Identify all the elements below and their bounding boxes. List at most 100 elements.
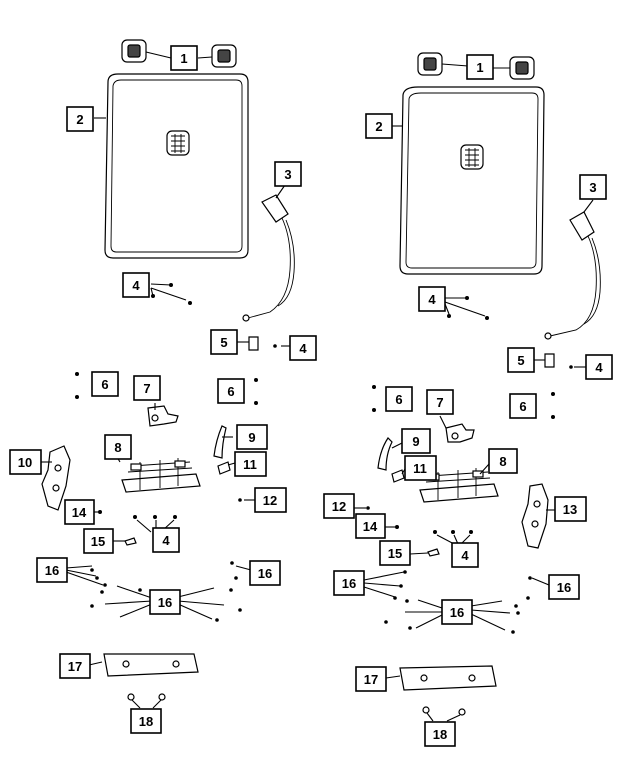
svg-text:16: 16	[158, 595, 172, 610]
right-callout-18: 18	[424, 721, 456, 747]
right-fasteners-4a	[447, 296, 489, 320]
left-fasteners-4a	[151, 283, 192, 305]
svg-text:16: 16	[450, 605, 464, 620]
right-seatback-panel	[399, 86, 545, 275]
right-handle-9	[377, 437, 393, 471]
left-frame-8	[121, 458, 201, 493]
right-part-11	[391, 469, 405, 483]
right-headrest-guide-left	[417, 52, 443, 76]
svg-text:14: 14	[72, 505, 87, 520]
left-callout-6b: 6	[217, 378, 245, 404]
right-screws-lower	[395, 525, 473, 557]
right-clip-5	[544, 353, 573, 369]
right-callout-11: 11	[404, 455, 437, 481]
svg-text:6: 6	[101, 377, 108, 392]
left-callout-11: 11	[234, 451, 267, 477]
svg-text:4: 4	[162, 533, 170, 548]
left-part-11	[217, 461, 231, 475]
right-callout-2: 2	[365, 113, 393, 139]
right-assembly: 1 2 3 4 5 4 6 7 6 9 8 11 12 13 14 15 4 1…	[323, 52, 613, 747]
svg-text:16: 16	[45, 563, 59, 578]
right-callout-7: 7	[426, 389, 454, 415]
svg-text:12: 12	[263, 493, 277, 508]
left-seatback-panel	[104, 73, 249, 259]
svg-text:11: 11	[413, 461, 427, 476]
right-callout-16a: 16	[333, 570, 365, 596]
right-callout-14: 14	[355, 513, 386, 539]
left-fasteners-16	[90, 561, 242, 622]
svg-text:5: 5	[220, 335, 227, 350]
right-callout-15: 15	[379, 540, 411, 566]
left-callout-10: 10	[9, 449, 42, 475]
right-fasteners-6	[372, 385, 555, 419]
svg-text:14: 14	[363, 519, 378, 534]
right-callout-13: 13	[554, 496, 587, 522]
left-headrest-guide-right	[211, 44, 237, 68]
left-handle-9	[213, 425, 227, 459]
svg-text:4: 4	[461, 548, 469, 563]
svg-text:6: 6	[395, 392, 402, 407]
right-callout-12: 12	[323, 493, 355, 519]
right-callout-1: 1	[466, 54, 494, 80]
left-callout-4c: 4	[152, 527, 180, 553]
left-callout-16a: 16	[36, 557, 68, 583]
svg-text:7: 7	[143, 381, 150, 396]
right-lever-7	[445, 423, 475, 443]
svg-text:3: 3	[284, 167, 291, 182]
left-lever-7	[147, 405, 179, 427]
svg-text:4: 4	[299, 341, 307, 356]
left-callout-9: 9	[236, 424, 268, 450]
left-callout-7: 7	[133, 375, 161, 401]
svg-text:10: 10	[18, 455, 32, 470]
right-callout-4b: 4	[585, 354, 613, 380]
left-callout-14: 14	[64, 499, 95, 525]
right-callout-16c: 16	[441, 599, 473, 625]
left-callout-5: 5	[210, 329, 238, 355]
svg-text:16: 16	[342, 576, 356, 591]
right-callout-6b: 6	[509, 393, 537, 419]
svg-text:12: 12	[332, 499, 346, 514]
svg-text:3: 3	[589, 180, 596, 195]
left-belt-harness	[242, 194, 295, 322]
right-callout-5: 5	[507, 347, 535, 373]
right-headrest-guide-right	[509, 56, 535, 80]
svg-text:2: 2	[76, 112, 83, 127]
left-callout-17: 17	[59, 653, 91, 679]
svg-text:6: 6	[519, 399, 526, 414]
left-clip-5	[248, 336, 277, 351]
left-callout-4a: 4	[122, 272, 150, 298]
left-bolt-12	[238, 498, 242, 502]
svg-text:8: 8	[499, 454, 506, 469]
left-fasteners-6	[75, 372, 258, 405]
svg-text:11: 11	[243, 457, 257, 472]
svg-text:16: 16	[557, 580, 571, 595]
right-bar-17	[399, 665, 497, 691]
left-headrest-guide-left	[121, 39, 147, 63]
svg-text:5: 5	[517, 353, 524, 368]
svg-text:4: 4	[428, 292, 436, 307]
left-callout-1: 1	[170, 45, 198, 71]
svg-text:9: 9	[412, 434, 419, 449]
left-callout-3: 3	[274, 161, 302, 187]
svg-text:8: 8	[114, 440, 121, 455]
left-assembly: 1 2 3 4 5 4 6 7 6 8 9 10 11 12 14 15 4 1…	[9, 39, 317, 734]
right-callout-4c: 4	[451, 542, 479, 568]
svg-text:13: 13	[563, 502, 577, 517]
left-callout-16c: 16	[149, 589, 181, 615]
svg-text:2: 2	[375, 119, 382, 134]
right-belt-harness	[544, 211, 601, 340]
right-nuts-18	[422, 706, 466, 716]
left-screws-lower	[98, 510, 177, 546]
svg-text:18: 18	[139, 714, 153, 729]
left-callout-18: 18	[130, 708, 162, 734]
svg-text:1: 1	[476, 60, 483, 75]
left-callout-12: 12	[254, 487, 287, 513]
svg-text:17: 17	[364, 672, 378, 687]
right-bracket-13	[521, 483, 549, 549]
right-callout-6a: 6	[385, 386, 413, 412]
svg-text:7: 7	[436, 395, 443, 410]
right-callout-17: 17	[355, 666, 387, 692]
right-callout-8: 8	[488, 448, 518, 474]
